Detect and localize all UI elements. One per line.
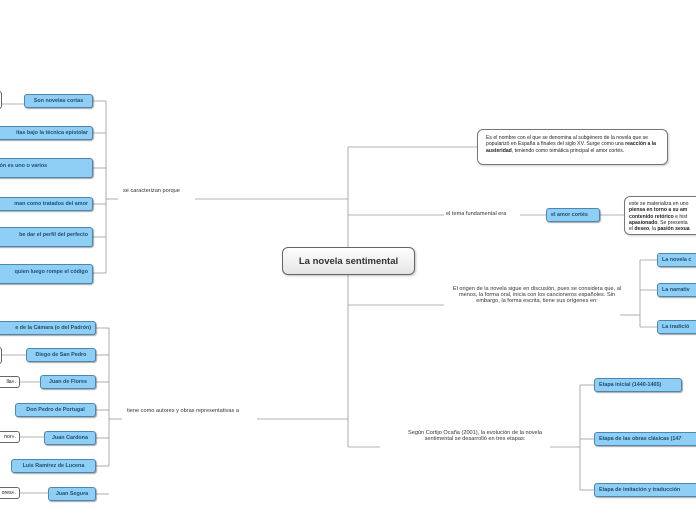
author-6[interactable]: Luis Ramírez de Lucena: [11, 459, 96, 473]
central-topic[interactable]: La novela sentimental: [282, 247, 415, 275]
characteristic-1[interactable]: Son novelas cortas: [24, 94, 93, 108]
theme-detail-bubble[interactable]: este se materializa en uno piensa en tor…: [624, 196, 696, 235]
origin-node-2[interactable]: La narrativ: [657, 283, 696, 297]
evolution-node-1[interactable]: Etapa inicial (1440-1465): [594, 378, 682, 392]
origin-node-3[interactable]: La tradició: [657, 320, 696, 334]
work-fragment-1[interactable]: [0, 347, 2, 364]
authors-label[interactable]: tiene como autores y obras representativ…: [127, 408, 239, 414]
characteristic-6[interactable]: quien luego rompe el código: [0, 264, 93, 284]
theme-detail-line5d: pasión sexua: [657, 226, 690, 233]
author-5[interactable]: Juan Cardona: [44, 431, 96, 445]
definition-text: Es el nombre con el que se denomina al s…: [486, 135, 648, 148]
author-3[interactable]: Juan de Flores: [40, 375, 96, 389]
author-2[interactable]: Diego de San Pedro: [26, 348, 96, 362]
evolution-label[interactable]: Según Cortijo Ocaña (2001), la evolución…: [407, 430, 543, 443]
theme-detail-line4: apasionado: [629, 219, 658, 226]
author-4[interactable]: Don Pedro de Portugal: [15, 403, 96, 417]
theme-node[interactable]: el amor cortés: [546, 208, 600, 222]
theme-detail-line5a: el: [629, 226, 635, 233]
theme-detail-line4b: . Se presenta: [657, 219, 688, 226]
characteristic-3[interactable]: ión es uno o varios: [0, 158, 93, 178]
origin-node-1[interactable]: La novela c: [657, 253, 696, 267]
theme-detail-line2: piensa en torno a su am: [629, 207, 688, 214]
theme-detail-line5c: , la: [649, 226, 658, 233]
author-7[interactable]: Juan Segura: [48, 487, 96, 501]
theme-detail-line1: este se materializa en uno: [629, 201, 689, 207]
work-fragment-3[interactable]: nor».: [0, 431, 20, 443]
theme-detail-line3b: e hist: [673, 213, 688, 220]
origin-label[interactable]: El origen de la novela sigue en discusió…: [452, 286, 622, 305]
evolution-node-3[interactable]: Etapa de imitación y traducción: [594, 483, 696, 497]
definition-text-end: , teniendo como temática principal el am…: [511, 147, 625, 154]
evolution-node-2[interactable]: Etapa de las obras clásicas (147: [594, 432, 696, 446]
work-fragment-2[interactable]: lla».: [0, 376, 20, 388]
theme-detail-line5b: deseo: [634, 226, 650, 233]
author-1[interactable]: e de la Cámara (o del Padrón): [0, 321, 96, 335]
characteristic-5[interactable]: be dar el perfil del perfecto: [0, 227, 93, 247]
characteristic-4[interactable]: man como tratados del amor: [0, 197, 93, 211]
definition-bold: reacción a la austeridad: [486, 141, 657, 154]
characteristic-detail-fragment[interactable]: [0, 91, 2, 109]
work-fragment-4[interactable]: ores».: [0, 487, 20, 499]
characteristics-label[interactable]: se caracterizan porque: [123, 188, 180, 194]
definition-bubble[interactable]: Es el nombre con el que se denomina al s…: [477, 129, 668, 165]
theme-detail-line3a: contenido retórico: [629, 213, 674, 220]
theme-label[interactable]: el tema fundamental era: [446, 211, 507, 217]
characteristic-2[interactable]: itas bajo la técnica epistolar: [0, 126, 93, 140]
